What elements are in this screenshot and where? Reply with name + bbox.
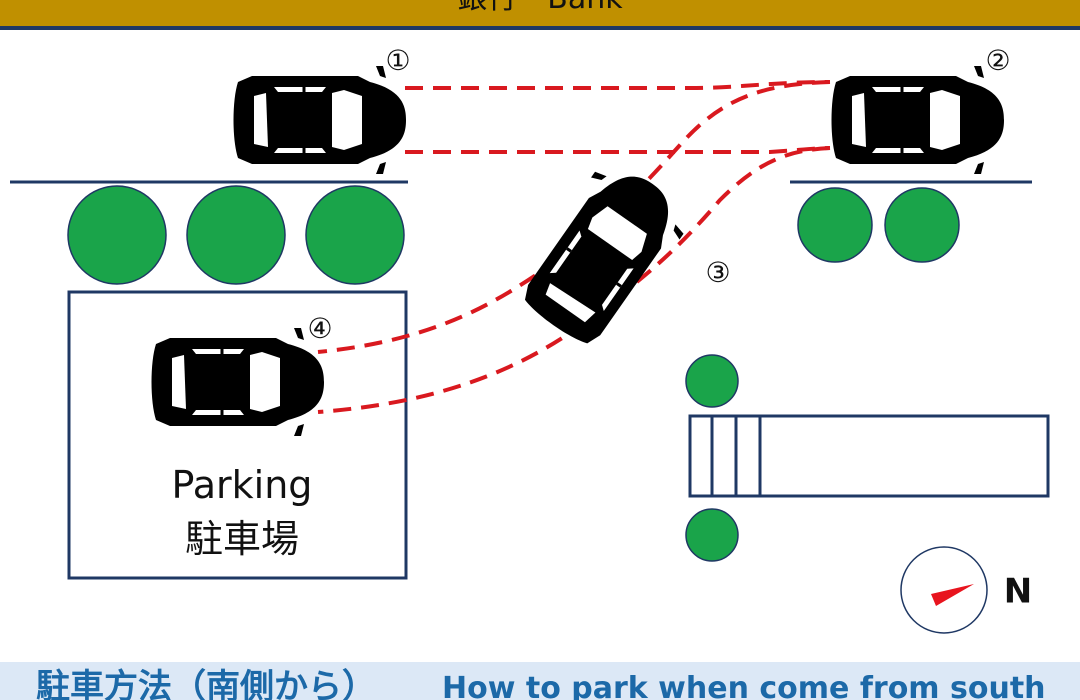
crosswalk [688, 414, 1050, 498]
bank-label: 銀行 Bank [457, 0, 623, 16]
tree [685, 508, 739, 562]
footer-title-jp: 駐車方法（南側から） [36, 667, 376, 700]
tree [305, 185, 405, 285]
tree [186, 185, 286, 285]
step-number-4: ④ [307, 312, 332, 345]
parking-label-jp: 駐車場 [185, 517, 299, 561]
tree-row-left [67, 185, 405, 285]
tree [685, 354, 739, 408]
bank-banner [0, 0, 1080, 28]
footer-band [0, 662, 1080, 700]
compass: N [900, 546, 1032, 634]
tree [797, 187, 873, 263]
step-number-3: ③ [705, 256, 730, 289]
tree [884, 187, 960, 263]
compass-needle-icon [931, 584, 974, 606]
car-position-1 [232, 64, 408, 176]
car-position-2 [830, 64, 1006, 176]
parking-label-en: Parking [172, 463, 313, 507]
parking-lot [67, 290, 408, 580]
tree [67, 185, 167, 285]
car-position-4 [150, 326, 326, 438]
step-number-2: ② [985, 44, 1010, 77]
driving-path [317, 80, 831, 414]
step-number-1: ① [385, 44, 410, 77]
compass-ring [900, 546, 988, 634]
tree-row-right [797, 187, 960, 263]
footer-title-en: How to park when come from south [442, 671, 1046, 700]
compass-north-label: N [1004, 572, 1032, 612]
